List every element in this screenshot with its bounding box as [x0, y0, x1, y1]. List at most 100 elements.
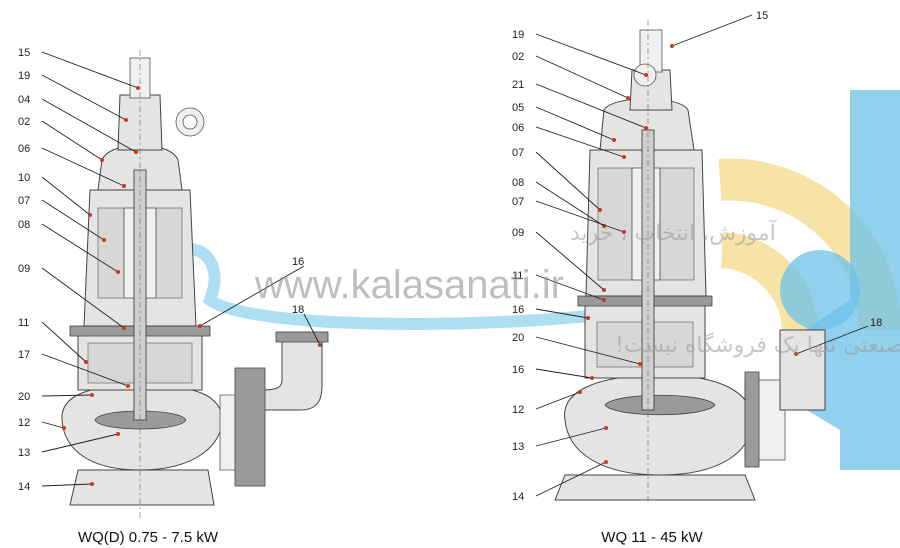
- right-pump-part-label: 05: [512, 102, 524, 114]
- right-pump-leader-dot: [644, 126, 648, 130]
- right-pump-leader-line: [535, 106, 615, 141]
- left-pump-leader-line: [41, 120, 103, 161]
- right-pump-part-label: 19: [512, 29, 524, 41]
- right-pump-caption: WQ 11 - 45 kW: [601, 529, 703, 546]
- left-pump-part-label: 20: [18, 391, 30, 403]
- right-pump-leader-line: [535, 126, 625, 158]
- right-pump-leader-dot: [622, 230, 626, 234]
- right-pump-part-label: 18: [870, 317, 882, 329]
- right-pump-flange: [744, 371, 760, 468]
- left-pump-leader-line: [41, 267, 125, 329]
- right-pump-leader-dot: [626, 96, 630, 100]
- right-pump-part-label: 09: [512, 227, 524, 239]
- right-pump-leader-dot: [612, 138, 616, 142]
- right-pump-leader-line: [535, 308, 589, 319]
- right-pump-stator-right: [659, 167, 695, 281]
- left-pump-leader-dot: [88, 213, 92, 217]
- left-pump-drawing: [61, 50, 329, 520]
- right-pump-drawing: [554, 20, 826, 501]
- left-pump-shaft: [133, 169, 147, 421]
- left-pump-top-flange: [275, 331, 329, 343]
- left-pump-leader-line: [41, 433, 119, 453]
- left-pump-part-label: 17: [18, 349, 30, 361]
- right-pump-elbow: [779, 329, 826, 411]
- right-pump-part-label: 06: [512, 122, 524, 134]
- right-pump-leader-dot: [622, 155, 626, 159]
- left-pump-leader-dot: [116, 270, 120, 274]
- left-pump-leader-dot: [116, 432, 120, 436]
- left-pump-leader-dot: [84, 360, 88, 364]
- right-pump-leader-dot: [604, 460, 608, 464]
- right-pump-part-label: 02: [512, 51, 524, 63]
- left-pump-leader-line: [41, 394, 93, 397]
- left-pump-leader-dot: [318, 343, 322, 347]
- watermark-url: www.kalasanati.ir: [254, 263, 564, 307]
- left-pump-part-label: 12: [18, 417, 30, 429]
- left-pump-stator-right: [155, 207, 183, 299]
- left-pump-part-label: 10: [18, 172, 30, 184]
- watermark-line3: کالاصنعتی تنها یک فروشگاه نیست!: [615, 332, 900, 358]
- watermark-line1: آموزش، انتخاب ، خرید: [570, 219, 777, 246]
- left-pump-stator-left: [97, 207, 125, 299]
- left-pump-leader-line: [41, 176, 91, 216]
- right-pump-leader-dot: [578, 390, 582, 394]
- right-pump-leader-line: [535, 200, 625, 233]
- left-pump-caption: WQ(D) 0.75 - 7.5 kW: [78, 529, 219, 546]
- right-pump-part-label: 14: [512, 491, 524, 503]
- right-pump-part-label: 11: [512, 270, 523, 282]
- left-pump-leader-line: [41, 353, 129, 387]
- left-pump-leader-dot: [90, 393, 94, 397]
- left-pump-part-label: 13: [18, 447, 30, 459]
- right-pump-base: [554, 474, 756, 501]
- right-pump-leader-line: [535, 336, 641, 365]
- right-pump-part-label: 21: [512, 79, 524, 91]
- right-pump-leader-dot: [604, 426, 608, 430]
- left-pump-leader-dot: [90, 482, 94, 486]
- left-pump-leader-dot: [100, 158, 104, 162]
- left-pump-leader-dot: [124, 118, 128, 122]
- right-pump-leader-dot: [586, 316, 590, 320]
- right-pump-leader-dot: [794, 352, 798, 356]
- right-pump-leader-line: [535, 461, 607, 497]
- right-pump-impeller: [604, 394, 716, 416]
- left-pump-base: [69, 469, 215, 506]
- right-pump-leader-line: [535, 368, 593, 379]
- right-pump-leader-line: [535, 427, 607, 447]
- left-pump-leader-line: [199, 265, 305, 327]
- right-pump-part-label: 13: [512, 441, 524, 453]
- right-pump-leader-dot: [638, 362, 642, 366]
- part-labels: 1519040206100708091618111720121314191502…: [18, 10, 882, 503]
- left-pump-part-label: 06: [18, 143, 30, 155]
- left-pump-elbow: [261, 339, 323, 411]
- right-pump-leader-dot: [602, 298, 606, 302]
- right-pump-part-label: 07: [512, 196, 524, 208]
- right-pump-part-label: 16: [512, 304, 524, 316]
- right-pump-part-label: 15: [756, 10, 768, 22]
- left-pump-leader-line: [303, 313, 321, 346]
- left-pump-part-label: 18: [292, 304, 304, 316]
- right-pump-leader-line: [535, 83, 647, 129]
- left-pump-leader-line: [41, 98, 137, 153]
- right-pump-volute: [564, 374, 753, 476]
- left-pump-leader-dot: [198, 324, 202, 328]
- right-pump-leader-line: [535, 231, 605, 291]
- left-pump-leader-line: [41, 321, 87, 363]
- right-pump-part-label: 07: [512, 147, 524, 159]
- left-pump-leader-line: [41, 147, 125, 187]
- left-pump-leader-dot: [62, 426, 66, 430]
- left-pump-lifting-eye-hole: [182, 114, 198, 130]
- left-pump-part-label: 04: [18, 94, 30, 106]
- left-pump-leader-line: [41, 51, 139, 89]
- right-pump-leader-line: [535, 55, 629, 99]
- right-pump-leader-line: [535, 274, 605, 301]
- right-pump-leader-line: [535, 181, 605, 227]
- right-pump-shaft: [641, 129, 655, 411]
- left-pump-part-label: 16: [292, 256, 304, 268]
- leader-lines: [41, 14, 869, 497]
- left-pump-part-label: 14: [18, 481, 30, 493]
- right-pump-part-label: 12: [512, 404, 524, 416]
- left-pump-leader-line: [41, 483, 93, 487]
- right-pump-leader-line: [535, 151, 601, 211]
- left-pump-leader-line: [41, 223, 119, 273]
